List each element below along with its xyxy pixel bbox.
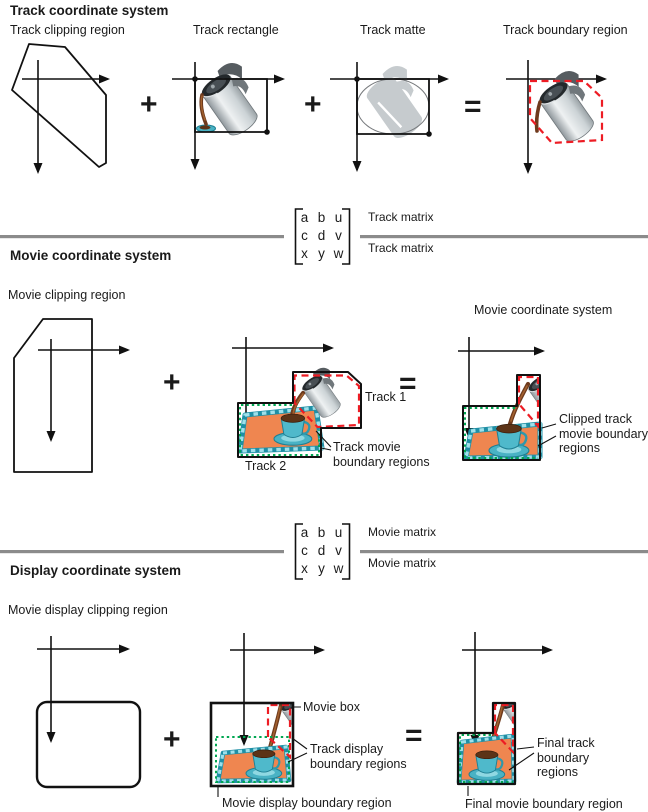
movie-matrix: a b u c d v x y w: [296, 524, 347, 578]
movie-coordinate-system-label: Movie coordinate system: [474, 303, 613, 317]
display-clipping-label: Movie display clipping region: [8, 603, 168, 617]
track-section-heading: Track coordinate system: [10, 3, 169, 18]
clipped-track-boundary-label: Clipped track movie boundary regions: [559, 412, 648, 455]
final-track-boundary-label: Final track boundary regions: [537, 736, 595, 779]
matrix-cell: x: [301, 246, 308, 261]
display-section-heading: Display coordinate system: [10, 563, 182, 578]
movie-clipped-result-composition: [462, 374, 557, 461]
equals-operator: =: [405, 719, 423, 752]
movie-matrix-label-bottom: Movie matrix: [368, 556, 437, 570]
track-matrix-label-top: Track matrix: [368, 210, 434, 224]
movie-display-boundary-label: Movie display boundary region: [222, 796, 392, 810]
plus-operator: +: [140, 88, 158, 121]
matrix-cell: x: [301, 561, 308, 576]
matrix-cell: c: [301, 228, 308, 243]
matrix-cell: b: [317, 210, 326, 225]
track1-label: Track 1: [365, 390, 407, 404]
track-movie-boundary-label: Track movie boundary regions: [333, 440, 430, 469]
equals-operator: =: [399, 367, 417, 400]
track-clipping-region-shape: [11, 43, 107, 168]
equals-operator: =: [464, 90, 482, 123]
track-matrix: a b u c d v x y w: [296, 209, 347, 263]
matrix-cell: v: [335, 543, 342, 558]
matrix-cell: u: [334, 525, 343, 540]
track-rectangle-label: Track rectangle: [193, 23, 279, 37]
matrix-cell: v: [335, 228, 342, 243]
track-rectangle-diagram: [192, 56, 274, 140]
track-matrix-divider: [0, 208, 648, 265]
plus-operator: +: [163, 723, 181, 756]
movie-box-label: Movie box: [303, 700, 360, 714]
matrix-cell: y: [318, 561, 325, 576]
final-movie-boundary-label: Final movie boundary region: [465, 797, 623, 811]
track-boundary-region-diagram: [528, 64, 610, 146]
matrix-cell: b: [317, 525, 326, 540]
track-matte-diagram: [354, 59, 440, 144]
track-boundary-label: Track boundary region: [503, 23, 628, 37]
plus-operator: +: [304, 88, 322, 121]
matrix-cell: a: [300, 525, 309, 540]
movie-clipping-region-shape: [13, 318, 93, 473]
track2-label: Track 2: [245, 459, 287, 473]
movie-display-clipping-region-shape: [35, 700, 142, 789]
track-display-boundary-label: Track display boundary regions: [310, 742, 407, 771]
movie-box-composition: [209, 701, 308, 797]
track-matte-label: Track matte: [360, 23, 426, 37]
movie-section-heading: Movie coordinate system: [10, 248, 172, 263]
final-composition: [456, 701, 535, 796]
matrix-cell: y: [318, 246, 325, 261]
matrix-cell: u: [334, 210, 343, 225]
track-matrix-label-bottom: Track matrix: [368, 241, 434, 255]
matrix-cell: c: [301, 543, 308, 558]
matrix-cell: w: [333, 246, 344, 261]
movie-matrix-divider: [0, 523, 648, 580]
matrix-cell: d: [317, 543, 326, 558]
track-clipping-label: Track clipping region: [10, 23, 125, 37]
matrix-cell: a: [300, 210, 309, 225]
movie-clipping-label: Movie clipping region: [8, 288, 126, 302]
plus-operator: +: [163, 366, 181, 399]
matrix-cell: d: [317, 228, 326, 243]
movie-tracks-composition: [237, 363, 362, 458]
matrix-cell: w: [333, 561, 344, 576]
movie-matrix-label-top: Movie matrix: [368, 525, 437, 539]
